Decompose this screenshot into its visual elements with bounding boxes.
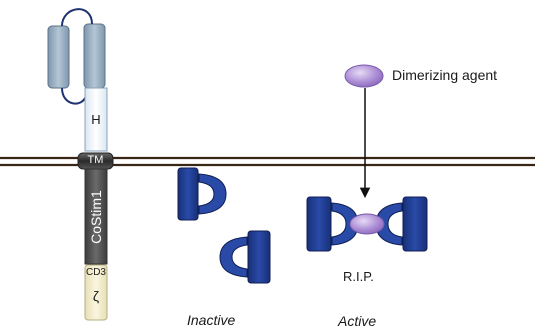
zeta-label: ζ [92,288,100,304]
hinge-domain [84,87,108,152]
costim-label: CoStim1 [88,190,104,244]
inactive-rip-bottom [219,230,271,284]
cd3-zeta-domain [84,264,108,321]
hinge-label: H [91,112,101,127]
costim-domain [84,168,108,265]
scfv-domains [47,8,106,105]
scfv-vh-domain [83,23,106,89]
active-rip-complex [306,196,428,252]
scfv-linker [61,8,93,27]
inactive-label: Inactive [187,312,236,328]
rip-label: R.I.P. [343,269,374,284]
scfv-linker-lower [61,87,87,105]
bound-dimerizing-agent [349,213,385,235]
active-rip-left-cup [331,202,359,246]
dimerizing-agent-label: Dimerizing agent [392,67,498,83]
dimerizing-agent-icon [344,64,384,88]
transmembrane-label: TM [87,154,104,166]
active-rip-right-domain [402,196,428,252]
scfv-vl-domain [47,25,70,89]
inactive-rip-top [177,167,227,221]
active-rip-left-domain [306,196,332,252]
active-rip-right-cup [375,202,403,246]
active-label: Active [338,313,377,329]
cd3-label: CD3 [85,267,106,278]
